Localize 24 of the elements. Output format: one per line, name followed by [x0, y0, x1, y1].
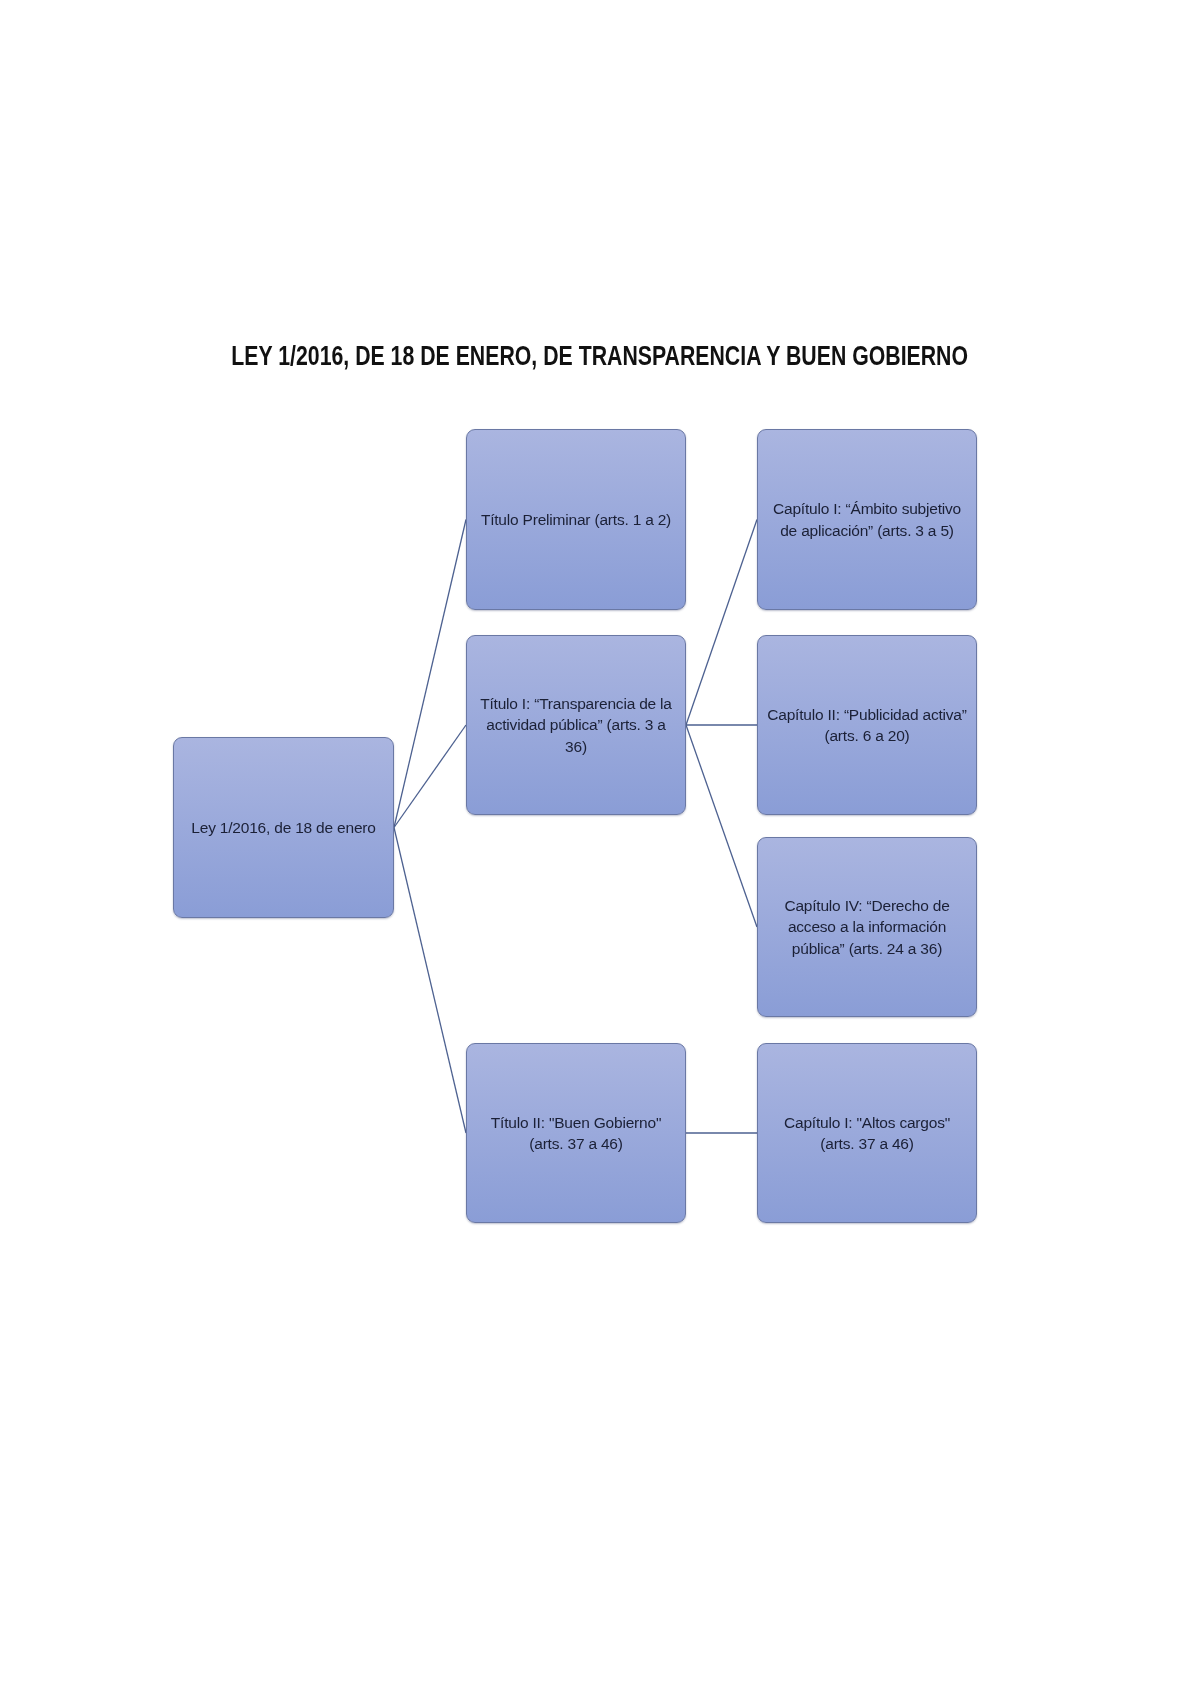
- tree-node-box: [757, 635, 977, 815]
- tree-node-box: [466, 635, 686, 815]
- tree-node-box: [466, 429, 686, 610]
- tree-node-box: [173, 737, 394, 918]
- connector-line: [393, 724, 467, 829]
- tree-node-box: [757, 837, 977, 1017]
- connector-line: [393, 518, 467, 829]
- connector-line: [685, 1132, 758, 1134]
- node-label: Título Preliminar (arts. 1 a 2): [480, 509, 672, 530]
- node-label: Capítulo II: “Publicidad activa” (arts. 6 a 20): [766, 704, 968, 746]
- tree-node-box: [466, 1043, 686, 1223]
- connector-line: [685, 724, 758, 928]
- diagram-title: LEY 1/2016, DE 18 DE ENERO, DE TRANSPARENCIA Y BUEN GOBIERNO: [231, 340, 969, 372]
- connector-line: [685, 518, 758, 726]
- node-label: Título I: “Transparencia de la actividad pública” (arts. 3 a 36): [479, 693, 673, 757]
- tree-node-box: [757, 429, 977, 610]
- node-label: Capítulo IV: “Derecho de acceso a la información pública” (arts. 24 a 36): [783, 895, 951, 959]
- tree-node-box: [757, 1043, 977, 1223]
- connector-line: [393, 826, 467, 1134]
- node-label: Ley 1/2016, de 18 de enero: [191, 817, 376, 838]
- connector-line: [685, 724, 758, 726]
- node-label: Capítulo I: “Ámbito subjetivo de aplicación” (arts. 3 a 5): [771, 499, 962, 541]
- node-label: Capítulo I: "Altos cargos" (arts. 37 a 46): [782, 1112, 952, 1154]
- node-label: Título II: "Buen Gobierno" (arts. 37 a 46): [489, 1112, 663, 1154]
